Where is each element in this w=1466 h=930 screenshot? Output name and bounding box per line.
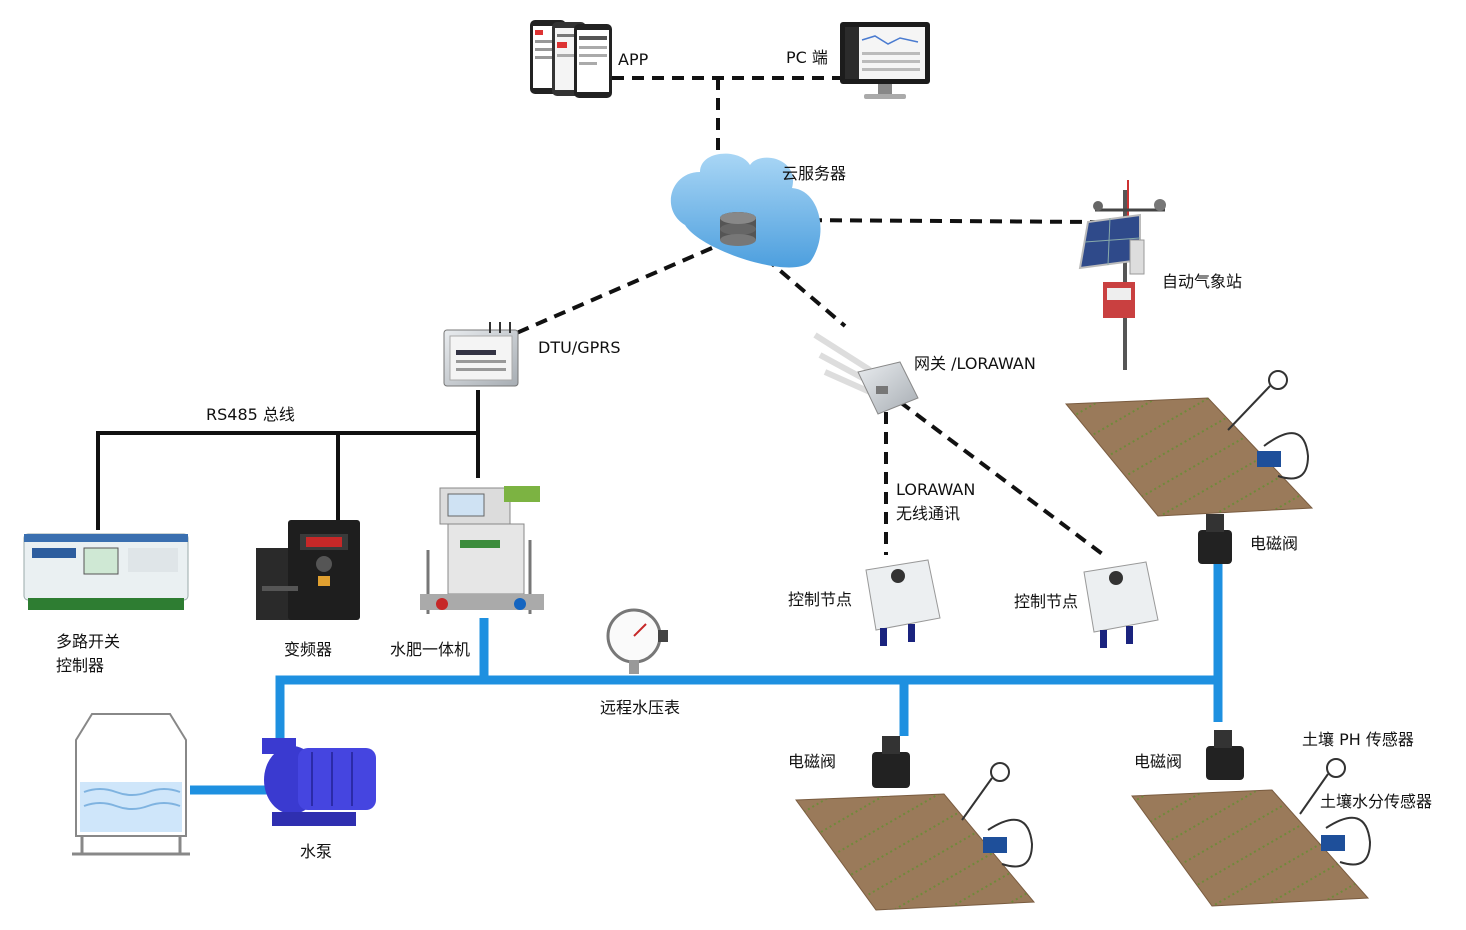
soil-moisture-label: 土壤水分传感器: [1320, 792, 1433, 811]
link-gateway-node2: [898, 400, 1107, 558]
valve-label-1: 电磁阀: [1250, 534, 1299, 553]
multi-switch-label-2: 控制器: [56, 656, 105, 675]
rs485-bus: [96, 390, 480, 530]
field-plot-icon: [795, 793, 1036, 911]
control-node-icon: [1083, 561, 1159, 648]
weather-station-label: 自动气象站: [1162, 272, 1243, 291]
valve-label-2: 电磁阀: [788, 752, 837, 771]
valve-label-3: 电磁阀: [1134, 752, 1183, 771]
cloud-server-label: 云服务器: [782, 164, 847, 183]
multi-switch-controller-icon: [23, 533, 189, 610]
control-node-icon: [865, 559, 941, 646]
soil-ph-label: 土壤 PH 传感器: [1302, 730, 1414, 749]
pump-label: 水泵: [300, 842, 333, 861]
water-pump-icon: [262, 738, 376, 826]
weather-station-icon: [1078, 180, 1166, 370]
lorawan-label: LORAWAN: [896, 480, 976, 499]
pressure-gauge-icon: [606, 608, 668, 674]
pc-monitor-icon: [840, 22, 930, 99]
water-tank-icon: [72, 713, 190, 856]
field-plot-icon: [1131, 789, 1370, 907]
fertigation-label: 水肥一体机: [390, 640, 471, 659]
rs485-label: RS485 总线: [206, 405, 295, 424]
app-label: APP: [618, 50, 649, 69]
link-cloud-weather: [789, 218, 1099, 224]
water-pipes: [190, 562, 1223, 795]
fertigation-machine-icon: [420, 486, 544, 614]
field-plot-icon: [1064, 397, 1314, 517]
pc-label: PC 端: [786, 48, 828, 67]
solenoid-valve-icon: [1198, 514, 1232, 564]
solenoid-valve-icon: [1206, 730, 1244, 780]
control-node-label-1: 控制节点: [788, 590, 853, 609]
soil-sensor-icon: [961, 762, 1034, 868]
mobile-app-icon: [530, 20, 612, 98]
cloud-server-icon: [670, 153, 821, 268]
lora-gateway-icon: [813, 332, 919, 415]
wireless-comm-label: 无线通讯: [896, 504, 961, 523]
gateway-label: 网关 /LORAWAN: [914, 354, 1036, 373]
link-cloud-dtu: [504, 246, 713, 340]
pressure-gauge-label: 远程水压表: [600, 698, 681, 717]
network-links: [504, 76, 1107, 558]
frequency-inverter-icon: [256, 520, 360, 620]
soil-sensor-icon: [1299, 758, 1372, 866]
soil-sensor-icon: [1227, 370, 1310, 480]
solenoid-valve-icon: [872, 736, 910, 788]
dtu-device-icon: [443, 322, 519, 387]
dtu-label: DTU/GPRS: [538, 338, 621, 357]
control-node-label-2: 控制节点: [1014, 592, 1079, 611]
multi-switch-label-1: 多路开关: [56, 632, 121, 651]
inverter-label: 变频器: [284, 640, 333, 659]
